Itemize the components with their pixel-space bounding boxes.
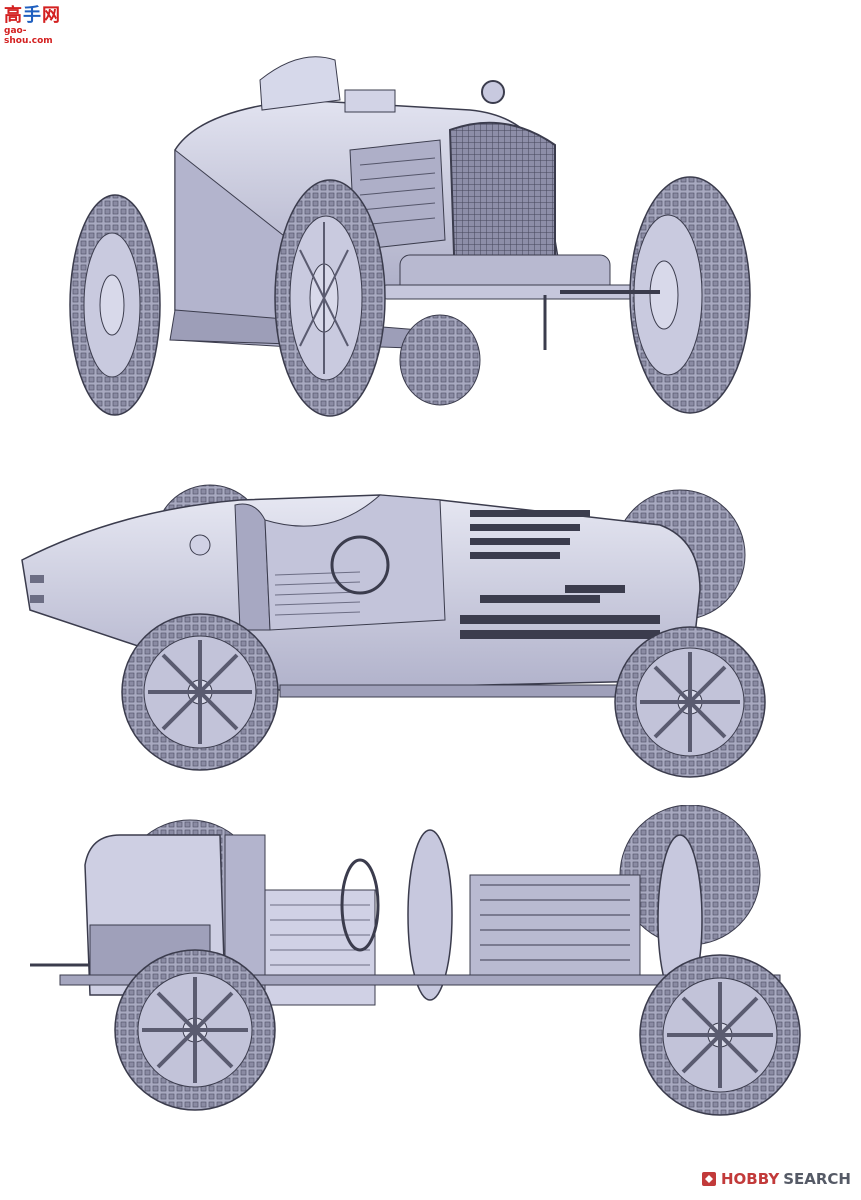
site-logo-text: 高手网 [4,6,74,26]
watermark-suffix: SEARCH [783,1170,851,1188]
hobbysearch-watermark: HOBBY SEARCH [701,1168,851,1190]
front-right-wheel [629,176,751,414]
front-wheel-side [614,626,766,778]
site-logo-url: gao-shou.com [4,26,53,46]
logo-char-2: 手 [23,5,42,26]
rear-wheel-side [121,613,279,771]
watermark-brand: HOBBY [721,1170,780,1188]
site-logo[interactable]: 高手网 gao-shou.com [4,6,74,47]
race-car-side-illustration [21,484,766,778]
logo-char-1: 高 [4,5,23,26]
hobbysearch-logo-icon [702,1172,716,1186]
race-car-front-illustration [69,56,751,417]
rear-right-wheel [399,314,481,406]
front-left-wheel [274,179,386,417]
logo-char-3: 网 [42,5,61,26]
rear-wheel-chassis [114,949,276,1111]
front-wheel-chassis [639,954,801,1116]
rear-left-wheel [69,194,161,416]
car-body [169,56,651,351]
race-car-chassis-illustration [30,805,801,1116]
